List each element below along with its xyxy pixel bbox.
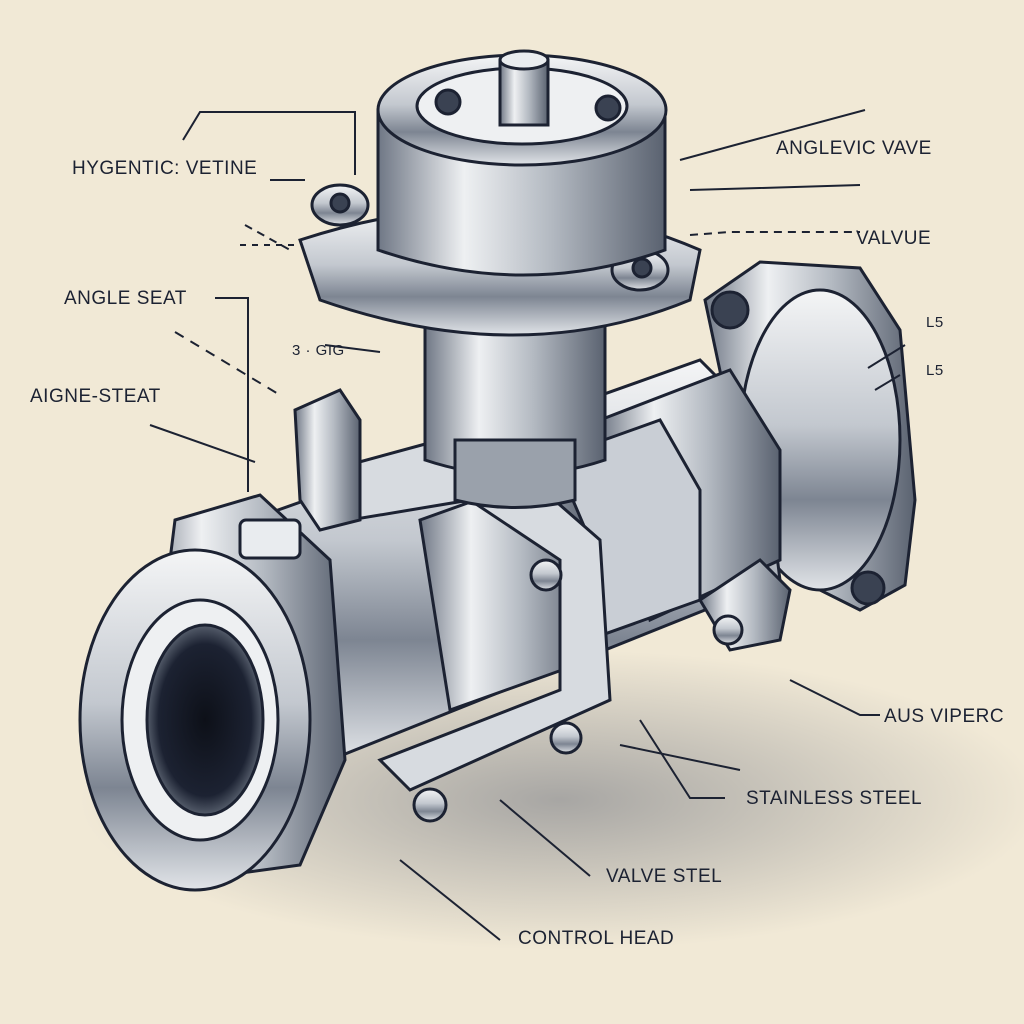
- label-hygenic-vetine: HYGENTIC: VETINE: [72, 158, 258, 179]
- bolts: [412, 558, 744, 823]
- label-anglevic-vave: ANGLEVIC VAVE: [776, 138, 932, 159]
- label-valve-stel: VALVE STEL: [606, 866, 723, 887]
- label-l5-upper: L5: [926, 314, 944, 331]
- label-valvue: VALVUE: [856, 228, 932, 249]
- label-l5-lower: L5: [926, 362, 944, 379]
- control-head: [376, 49, 668, 277]
- left-flange: [78, 493, 347, 892]
- label-aus-viperc: AUS VIPERC: [884, 706, 1005, 727]
- label-aigne-steat: AIGNE-STEAT: [30, 386, 161, 407]
- label-control-head: CONTROL HEAD: [518, 928, 675, 949]
- label-stainless-steel: STAINLESS STEEL: [746, 788, 923, 809]
- leader-lines: [149, 109, 906, 941]
- label-dimension-mark: 3 · GIG: [292, 342, 345, 359]
- center-column: [423, 298, 607, 509]
- label-angle-seat: ANGLE SEAT: [64, 288, 187, 309]
